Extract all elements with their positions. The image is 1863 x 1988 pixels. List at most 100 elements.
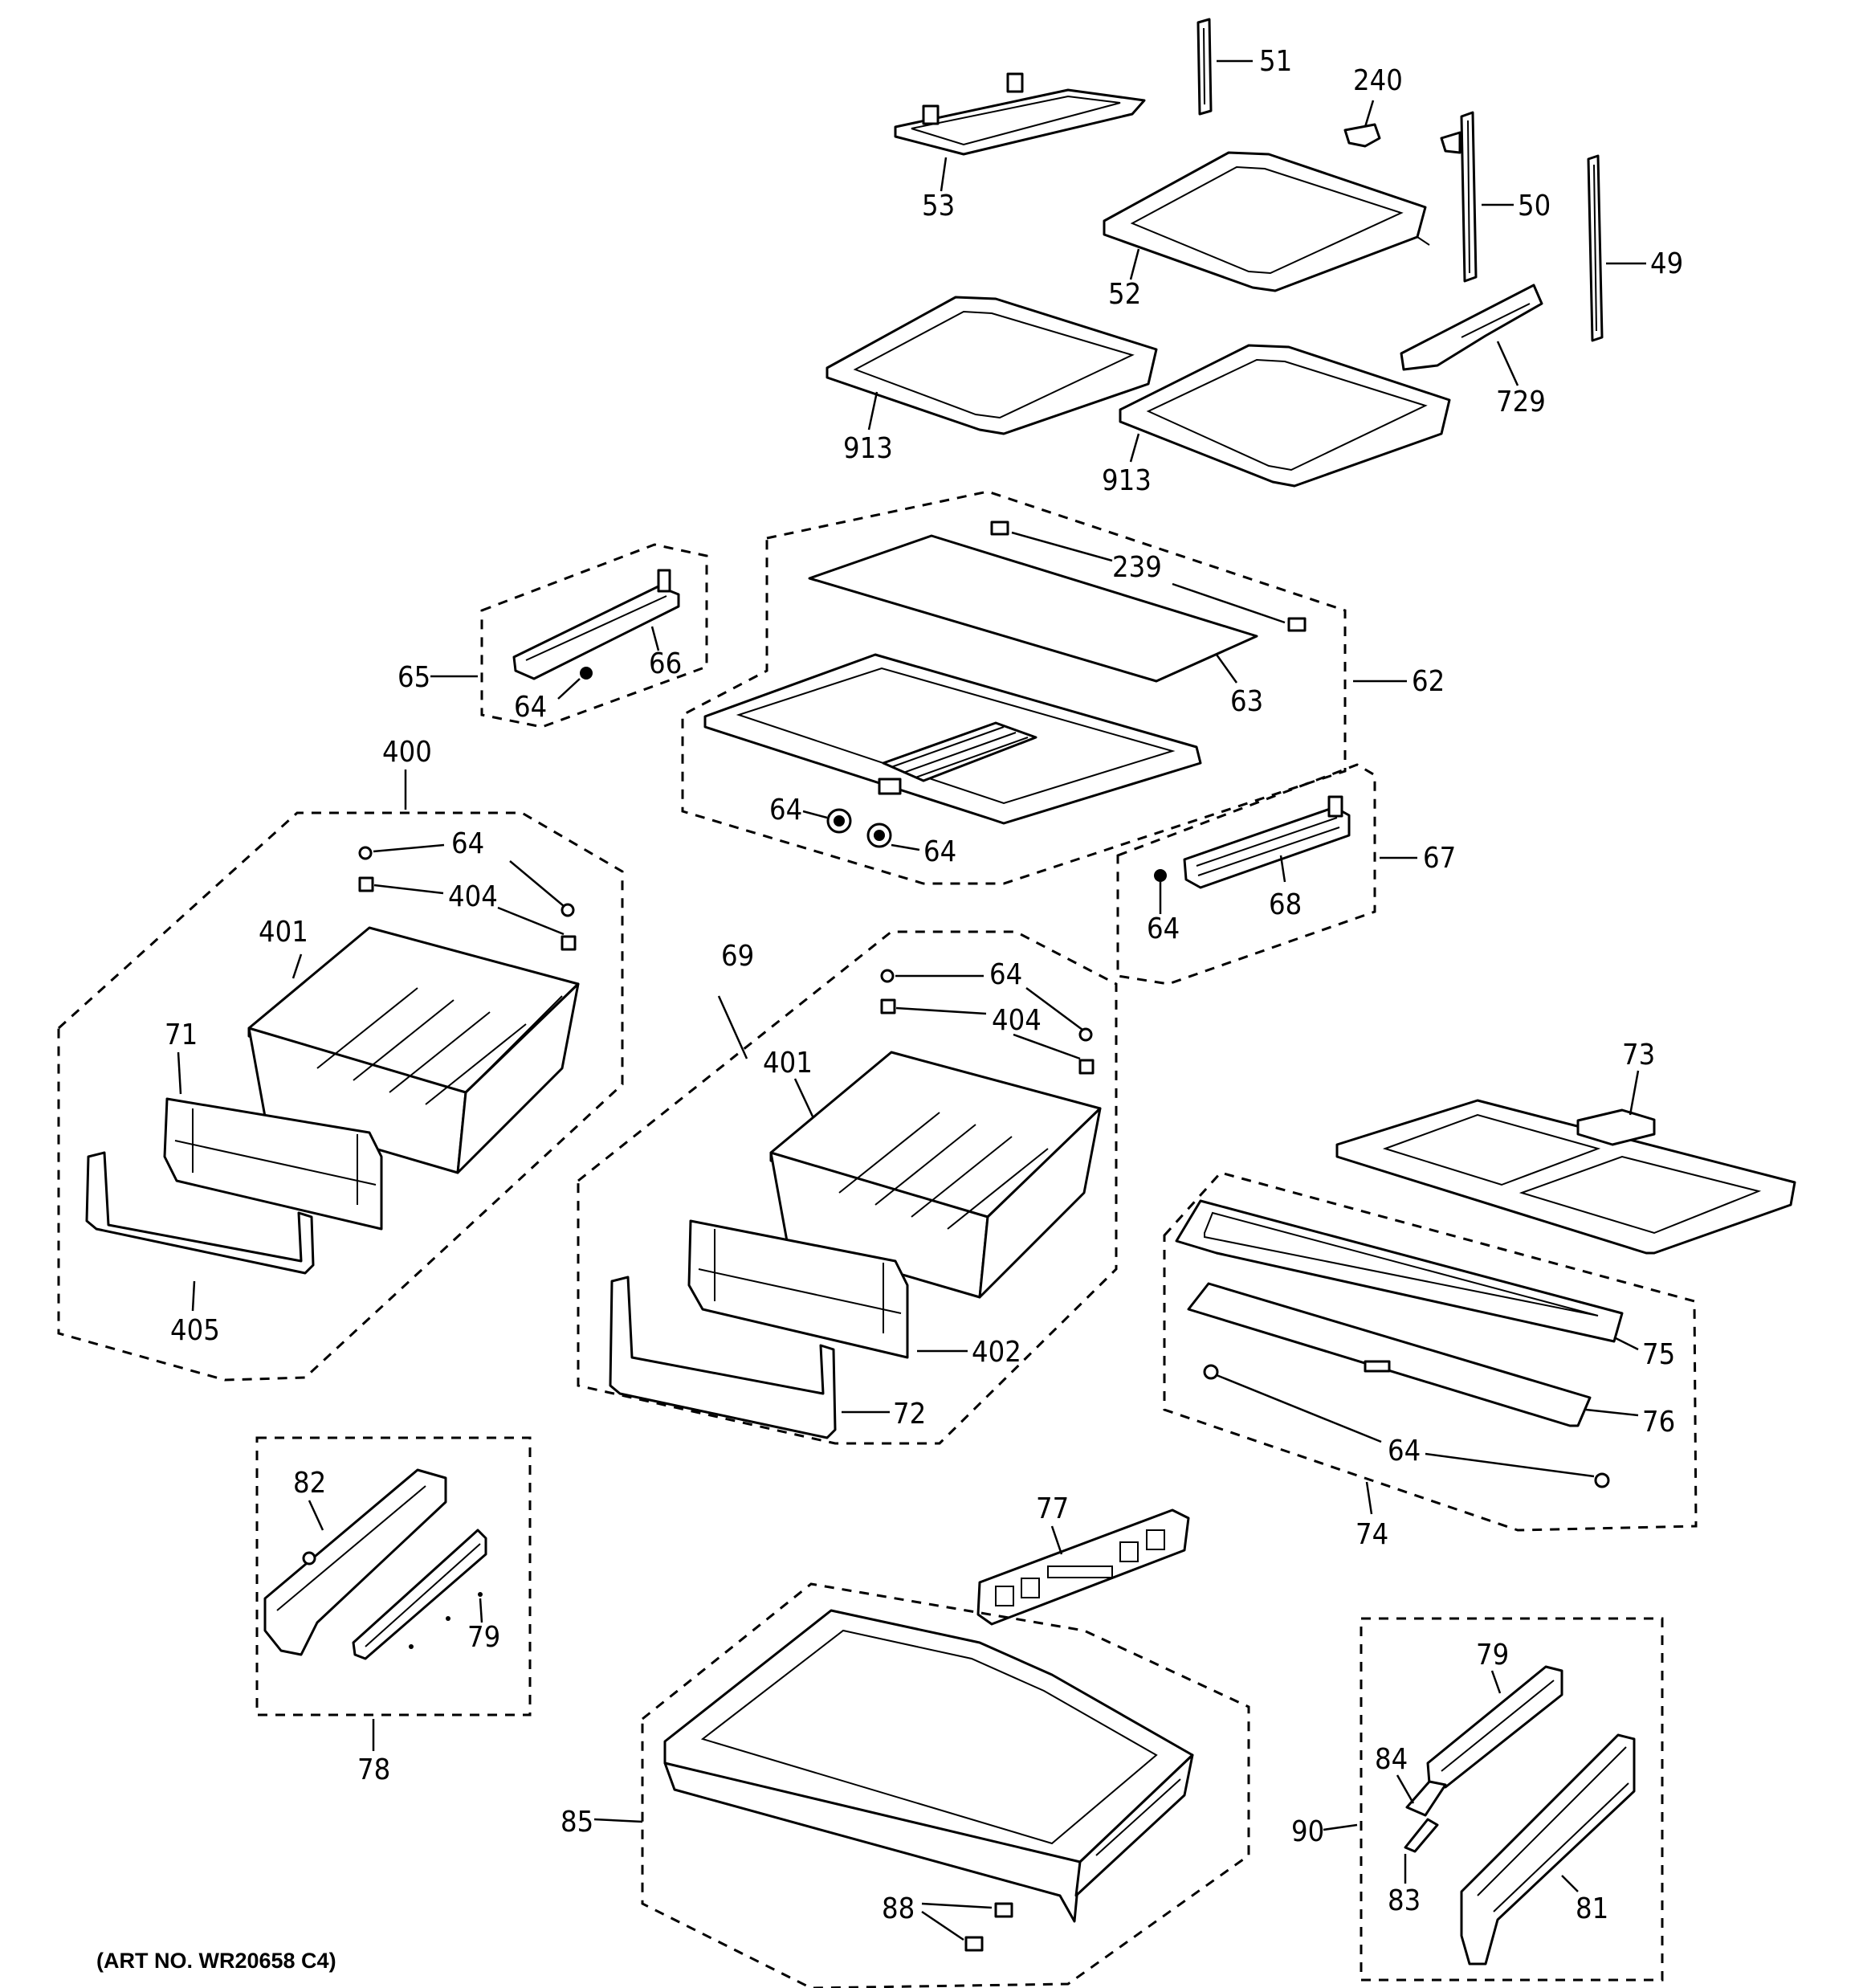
part-84-spring bbox=[1405, 1780, 1447, 1817]
part-404-clip-400b bbox=[561, 935, 577, 951]
part-404-clip-400a bbox=[358, 876, 374, 892]
part-71-drawer-front bbox=[163, 1097, 383, 1231]
label-64-e: 64 bbox=[1147, 912, 1180, 945]
part-68-rail bbox=[1183, 795, 1351, 889]
part-64-bumper-400b bbox=[561, 903, 575, 917]
part-239-cap-left bbox=[990, 520, 1009, 536]
label-401-b: 401 bbox=[763, 1047, 813, 1080]
part-240-clip bbox=[1343, 123, 1381, 148]
label-90: 90 bbox=[1291, 1815, 1324, 1848]
group-69-outline bbox=[577, 930, 1118, 1445]
group-400-outline bbox=[57, 811, 624, 1382]
label-65: 65 bbox=[397, 661, 430, 694]
part-81-slide-assembly bbox=[1460, 1733, 1636, 1966]
label-88: 88 bbox=[882, 1892, 915, 1925]
part-239-cap-right bbox=[1287, 617, 1307, 632]
part-76-cover bbox=[1187, 1282, 1592, 1427]
label-66: 66 bbox=[649, 647, 682, 680]
label-75: 75 bbox=[1642, 1338, 1675, 1371]
label-79-a: 79 bbox=[467, 1621, 500, 1654]
part-79-slide-90 bbox=[1426, 1665, 1563, 1789]
part-50-rail bbox=[1440, 111, 1478, 283]
label-53: 53 bbox=[922, 190, 955, 222]
label-63: 63 bbox=[1230, 685, 1263, 718]
part-404-clip-69b bbox=[1078, 1059, 1095, 1075]
part-88-foot-b bbox=[964, 1936, 984, 1952]
label-402: 402 bbox=[972, 1336, 1021, 1369]
part-52-shelf bbox=[1103, 151, 1430, 292]
label-78: 78 bbox=[357, 1753, 390, 1786]
group-90-outline bbox=[1360, 1617, 1664, 1982]
label-79-b: 79 bbox=[1476, 1639, 1509, 1672]
label-64-g: 64 bbox=[1388, 1435, 1421, 1468]
label-50: 50 bbox=[1518, 190, 1551, 222]
label-405: 405 bbox=[170, 1314, 220, 1347]
label-71: 71 bbox=[165, 1018, 198, 1051]
part-88-foot-a bbox=[994, 1902, 1013, 1918]
label-82: 82 bbox=[293, 1467, 326, 1500]
group-74-outline bbox=[1163, 1171, 1698, 1532]
label-77: 77 bbox=[1036, 1492, 1069, 1525]
label-64-d: 64 bbox=[923, 835, 956, 868]
part-79-slide-78 bbox=[352, 1529, 487, 1660]
group-67-outline bbox=[1116, 763, 1376, 986]
part-83-clip bbox=[1404, 1818, 1439, 1853]
label-62: 62 bbox=[1412, 665, 1445, 698]
label-913-right: 913 bbox=[1102, 464, 1152, 497]
part-64-bumper-74a bbox=[1203, 1364, 1219, 1380]
label-51: 51 bbox=[1259, 45, 1292, 78]
label-404-a: 404 bbox=[448, 880, 498, 913]
label-83: 83 bbox=[1388, 1884, 1421, 1917]
part-402-drawer-front bbox=[687, 1219, 909, 1359]
label-729: 729 bbox=[1496, 386, 1546, 418]
label-73: 73 bbox=[1622, 1039, 1655, 1072]
part-75-frame bbox=[1175, 1199, 1624, 1343]
label-64-a: 64 bbox=[514, 691, 547, 724]
part-51-bracket bbox=[1196, 18, 1213, 116]
part-73-cover bbox=[1335, 1099, 1796, 1255]
label-240: 240 bbox=[1353, 64, 1403, 97]
part-66-rail bbox=[512, 569, 680, 680]
part-72-handle bbox=[609, 1276, 837, 1439]
label-67: 67 bbox=[1423, 842, 1456, 875]
label-84: 84 bbox=[1375, 1743, 1408, 1776]
part-64-bumper-69a bbox=[880, 969, 895, 983]
label-401-a: 401 bbox=[259, 916, 308, 949]
part-405-handle bbox=[85, 1151, 315, 1275]
label-72: 72 bbox=[893, 1398, 926, 1431]
label-404-b: 404 bbox=[992, 1004, 1042, 1037]
part-64-bumper bbox=[580, 667, 593, 680]
label-64-f: 64 bbox=[989, 958, 1022, 991]
group-85-outline bbox=[641, 1582, 1250, 1988]
part-85-drawer bbox=[663, 1609, 1194, 1923]
label-239: 239 bbox=[1112, 551, 1162, 584]
label-64-c: 64 bbox=[451, 827, 484, 860]
part-64-bumper-74b bbox=[1594, 1472, 1610, 1488]
label-64-b: 64 bbox=[769, 794, 802, 827]
art-number: (ART NO. WR20658 C4) bbox=[96, 1949, 336, 1973]
part-64-bumper-69b bbox=[1078, 1027, 1093, 1042]
part-63-glass bbox=[808, 534, 1258, 683]
part-401-crisper-drawer bbox=[247, 926, 580, 1174]
label-81: 81 bbox=[1576, 1892, 1608, 1925]
label-68: 68 bbox=[1269, 888, 1302, 921]
part-77-panel bbox=[976, 1508, 1190, 1626]
label-85: 85 bbox=[561, 1806, 593, 1839]
label-913-left: 913 bbox=[843, 432, 893, 465]
part-404-clip-69a bbox=[880, 998, 896, 1014]
label-74: 74 bbox=[1355, 1518, 1388, 1551]
part-729-cover bbox=[1400, 284, 1543, 371]
part-913-shelf-right bbox=[1119, 344, 1451, 488]
part-62-shelf-frame bbox=[703, 653, 1202, 825]
label-76: 76 bbox=[1642, 1406, 1675, 1439]
group-78-outline bbox=[255, 1436, 532, 1717]
label-49: 49 bbox=[1650, 247, 1683, 280]
part-401-crisper-drawer-69 bbox=[769, 1051, 1102, 1299]
part-64-glide-right bbox=[866, 823, 892, 848]
part-64-bumper-400a bbox=[358, 846, 373, 860]
label-69: 69 bbox=[721, 940, 754, 973]
group-62-outline bbox=[681, 490, 1347, 885]
part-82-bracket bbox=[263, 1468, 447, 1656]
part-64-bumper-67 bbox=[1154, 869, 1167, 882]
